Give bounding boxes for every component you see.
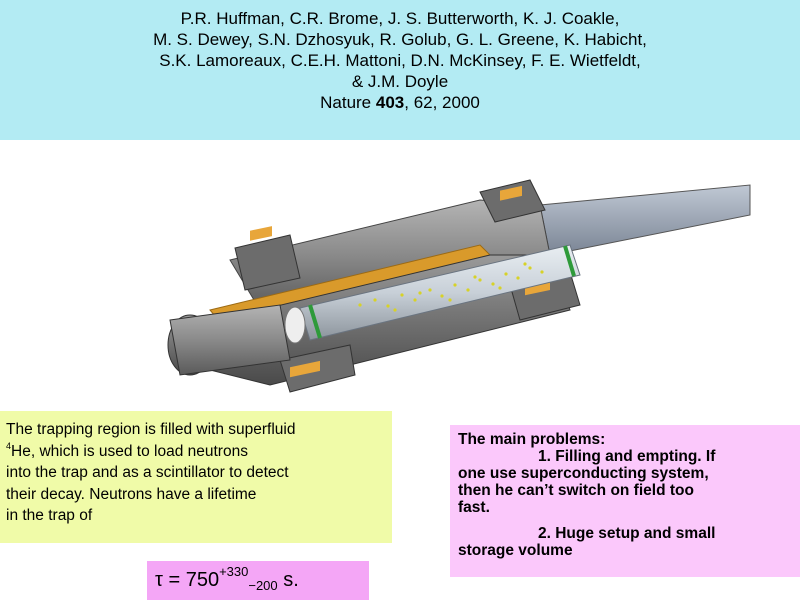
neutron-trap-apparatus-illustration [167,179,751,393]
authors-line: P.R. Huffman, C.R. Brome, J. S. Butterwo… [180,9,620,28]
journal-name: Nature [320,93,372,112]
journal-pages-year: , 62, 2000 [404,93,480,112]
problems-title: The main problems: [458,431,606,448]
description-line: The trapping region is filled with super… [6,421,296,438]
trapping-description-box: The trapping region is filled with super… [0,411,392,543]
main-problems-box: The main problems: 1. Filling and emptin… [450,425,800,577]
authors-line: M. S. Dewey, S.N. Dzhosyuk, R. Golub, G.… [153,30,647,49]
spacer [458,516,792,525]
problem-item: fast. [458,499,490,516]
problem-item: one use superconducting system, [458,465,709,482]
lower-error: −200 [248,578,278,593]
lifetime-formula: τ = 750+330−200 s. [147,561,369,600]
description-line: 4He, which is used to load neutrons [6,440,248,460]
tube-end-window [563,245,576,277]
authors-line: S.K. Lamoreaux, C.E.H. Mattoni, D.N. McK… [159,51,641,70]
beam-pipe [539,184,751,256]
description-line: their decay. Neutrons have a lifetime [6,485,257,503]
journal-citation: Nature 403, 62, 2000 [0,92,800,113]
problem-item: 2. Huge setup and small [538,525,716,542]
description-line: into the trap and as a scintillator to d… [6,464,289,481]
coil-winding [500,185,522,201]
description-line: in the trap of [6,507,93,524]
upper-error: +330 [219,564,249,579]
end-flange-body [169,304,291,376]
tube-end-window [308,304,322,339]
neutron-dots [358,262,544,312]
isotope-mass-number: 4 [6,440,12,451]
inner-rod-end [284,306,306,344]
citation-header: P.R. Huffman, C.R. Brome, J. S. Butterwo… [0,0,800,140]
lifetime-unit: s. [277,569,299,591]
problem-item: 1. Filling and empting. If [538,448,716,465]
upper-coil-block [479,179,546,223]
authors-line: & J.M. Doyle [351,72,449,91]
coil-winding [290,360,320,378]
upper-coil-block [234,234,301,291]
trap-cell-tube [299,244,581,341]
problem-item: storage volume [458,542,573,559]
coil-winding [250,226,272,241]
problem-item: then he can’t switch on field too [458,482,694,499]
lifetime-value: τ = 750 [155,569,220,591]
journal-volume: 403 [375,93,405,112]
